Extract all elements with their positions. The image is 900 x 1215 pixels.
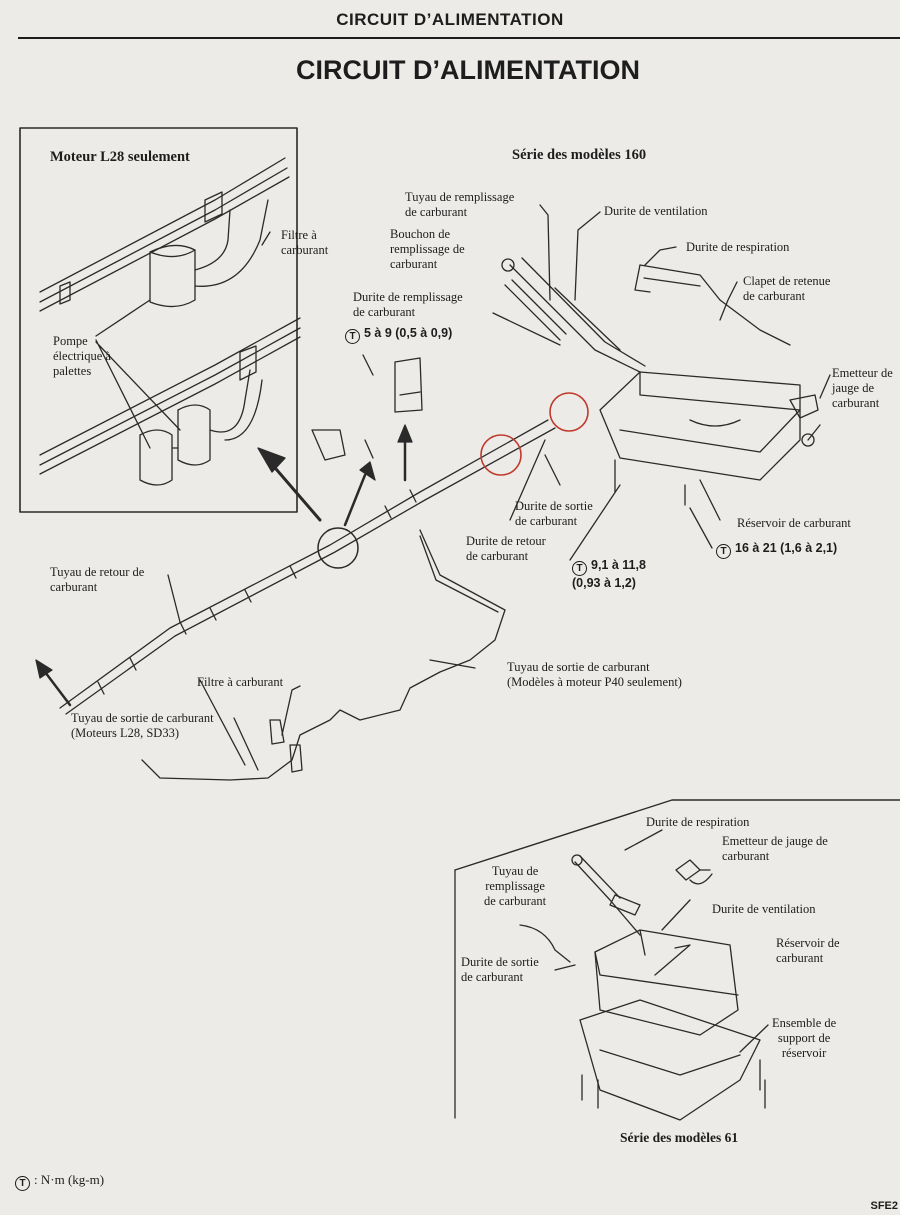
torque-legend-text: : N·m (kg-m) (34, 1172, 105, 1187)
label-fuel-filter: Filtre à carburant (197, 675, 284, 689)
label-return-tube: Tuyau de retour de carburant (50, 565, 145, 594)
gauge-unit-icon (789, 394, 819, 419)
header-rule (18, 37, 900, 39)
label-tank-61: Réservoir de carburant (776, 936, 840, 965)
label-breather-hose-61: Durite de respiration (646, 815, 750, 829)
label-gauge-unit-160: Emetteur de jauge de carburant (832, 366, 893, 410)
inset-pump-label: Pompe électrique à palettes (53, 334, 111, 378)
torque-symbol-icon: T (345, 329, 360, 344)
inset-heading: Moteur L28 seulement (50, 149, 190, 165)
page-header: CIRCUIT D’ALIMENTATION (336, 10, 564, 29)
series61-heading: Série des modèles 61 (620, 1130, 739, 1145)
inset-upper-filter-icon (149, 244, 196, 308)
label-outlet-tube-l28: Tuyau de sortie de carburant (Moteurs L2… (71, 711, 214, 740)
torque-symbol-icon: T (572, 561, 587, 576)
label-filler-tube-61: Tuyau de remplissage de carburant (484, 864, 547, 908)
torque-3-value: 16 à 21 (1,6 à 2,1) (735, 541, 838, 555)
filler-tube-160 (509, 257, 646, 373)
page-code: SFE2 (870, 1200, 898, 1212)
outlet-tube-line-p40 (141, 529, 506, 781)
highlight-circle-a (549, 392, 589, 432)
return-tube-line (59, 419, 549, 709)
torque-1-value: 5 à 9 (0,5 à 0,9) (364, 326, 453, 340)
label-gauge-unit-61: Emetteur de jauge de carburant (722, 834, 828, 863)
label-breather-hose-160: Durite de respiration (686, 240, 790, 254)
label-filler-cap-160: Bouchon de remplissage de carburant (390, 227, 465, 271)
inset-pump-icon (139, 404, 211, 486)
label-outlet-hose-160: Durite de sortie de carburant (515, 499, 593, 528)
label-tank-160: Réservoir de carburant (737, 516, 851, 530)
inset-frame (19, 127, 298, 513)
support-frame-61 (579, 999, 761, 1121)
label-vent-hose-160: Durite de ventilation (604, 204, 708, 218)
highlight-circle-b (480, 434, 522, 476)
torque-symbol-icon: T (15, 1176, 30, 1191)
torque-1: T 5 à 9 (0,5 à 0,9) (345, 326, 452, 344)
torque-3: T 16 à 21 (1,6 à 2,1) (716, 541, 837, 559)
label-check-valve-160: Clapet de retenue de carburant (743, 274, 831, 303)
inset-filter-label: Filtre à carburant (281, 228, 329, 257)
label-return-hose-160: Durite de retour de carburant (466, 534, 546, 563)
label-filler-tube-160: Tuyau de remplissage de carburant (405, 190, 515, 219)
tank-61 (594, 929, 739, 1036)
series61-frame (454, 799, 900, 871)
breather-hose-160 (639, 264, 791, 346)
tank-160 (599, 371, 801, 481)
label-outlet-tube-p40: Tuyau de sortie de carburant (Modèles à … (507, 660, 682, 689)
torque-symbol-icon: T (716, 544, 731, 559)
label-vent-hose-61: Durite de ventilation (712, 902, 816, 916)
series160-heading: Série des modèles 160 (512, 147, 647, 163)
label-support-61: Ensemble de support de réservoir (772, 1016, 837, 1060)
label-filler-hose-160: Durite de remplissage de carburant (353, 290, 463, 319)
label-outlet-hose-61: Durite de sortie de carburant (461, 955, 539, 984)
page-title: CIRCUIT D’ALIMENTATION (296, 55, 640, 85)
torque-legend: T : N·m (kg-m) (15, 1172, 104, 1191)
torque-2-value: 9,1 à 11,8 (0,93 à 1,2) (572, 558, 646, 590)
filler-cap-icon (501, 258, 515, 272)
zoom-circle (317, 527, 359, 569)
